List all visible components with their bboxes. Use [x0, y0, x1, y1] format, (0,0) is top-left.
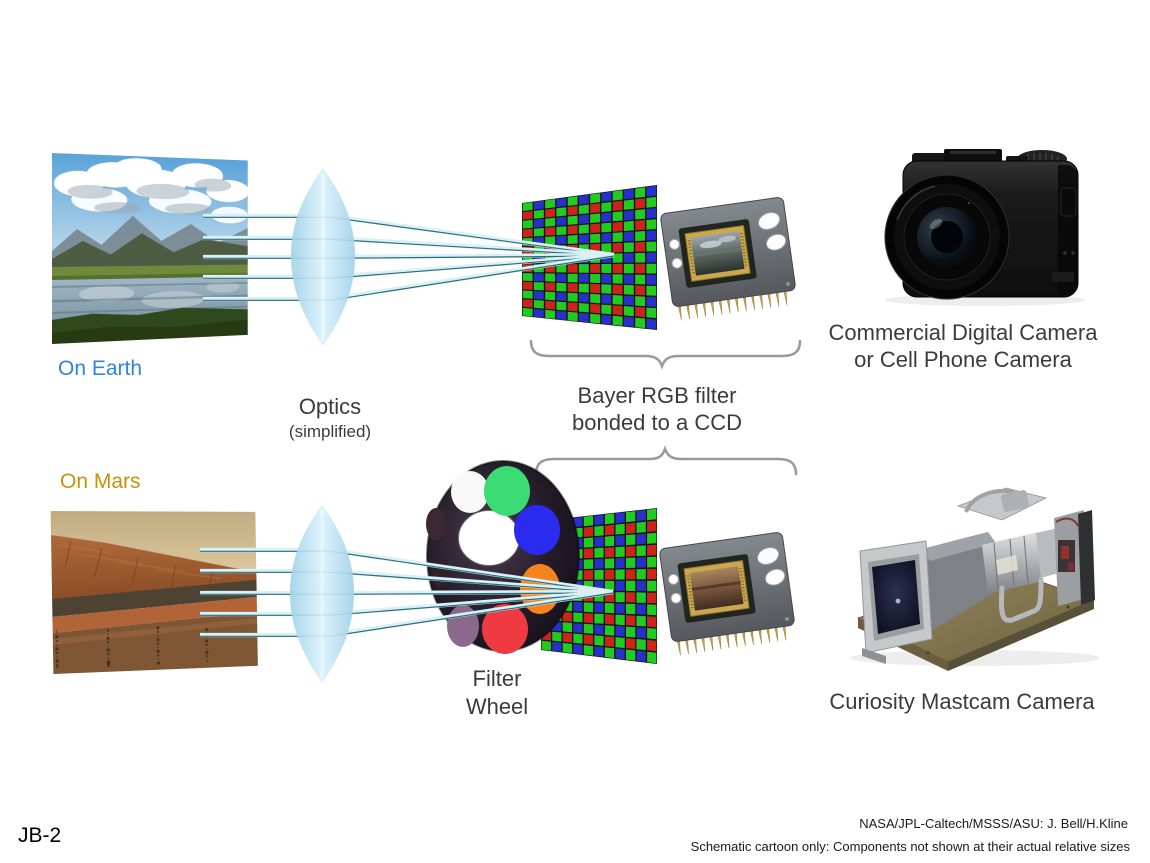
bayer-filter-earth	[522, 185, 657, 330]
bayer-label-line2: bonded to a CCD	[572, 410, 742, 435]
optics-label: Optics	[298, 394, 362, 419]
filter-wheel	[426, 460, 580, 654]
curly-brace-bottom	[534, 445, 798, 476]
curly-brace-top	[529, 339, 802, 370]
mars-landscape-photo	[50, 510, 258, 674]
earth-landscape-photo	[52, 153, 248, 344]
filter-green	[484, 466, 530, 516]
commercial-camera-label-line2: or Cell Phone Camera	[854, 347, 1072, 372]
on-earth-label: On Earth	[58, 357, 143, 380]
mastcam-handle	[998, 577, 1044, 623]
optics-lens-mars	[290, 505, 354, 683]
filter-red	[482, 604, 528, 654]
filter-wheel-label-line1: Filter	[472, 666, 522, 691]
commercial-digital-camera	[884, 149, 1085, 306]
filter-blue	[514, 505, 560, 555]
ccd-chip-earth	[660, 197, 796, 321]
commercial-camera-label-line1: Commercial Digital Camera	[828, 320, 1098, 345]
credit-line: NASA/JPL-Caltech/MSSS/ASU: J. Bell/H.Kli…	[859, 816, 1128, 831]
on-mars-label: On Mars	[60, 470, 141, 493]
bayer-label-line1: Bayer RGB filter	[577, 383, 737, 408]
curiosity-mastcam-camera	[850, 487, 1100, 671]
ccd-chip-mars	[659, 532, 795, 656]
camera-lens	[884, 174, 1010, 300]
filter-wheel-label-line2: Wheel	[465, 694, 529, 719]
filter-clear	[451, 471, 489, 513]
optics-lens-earth	[291, 168, 355, 346]
filter-dark-1	[426, 508, 446, 540]
optics-sublabel: (simplified)	[288, 422, 372, 441]
disclaimer-line: Schematic cartoon only: Components not s…	[690, 839, 1130, 854]
filter-wheel-filters	[447, 466, 560, 654]
mastcam-label: Curiosity Mastcam Camera	[829, 689, 1095, 714]
slide-id: JB-2	[18, 824, 62, 847]
